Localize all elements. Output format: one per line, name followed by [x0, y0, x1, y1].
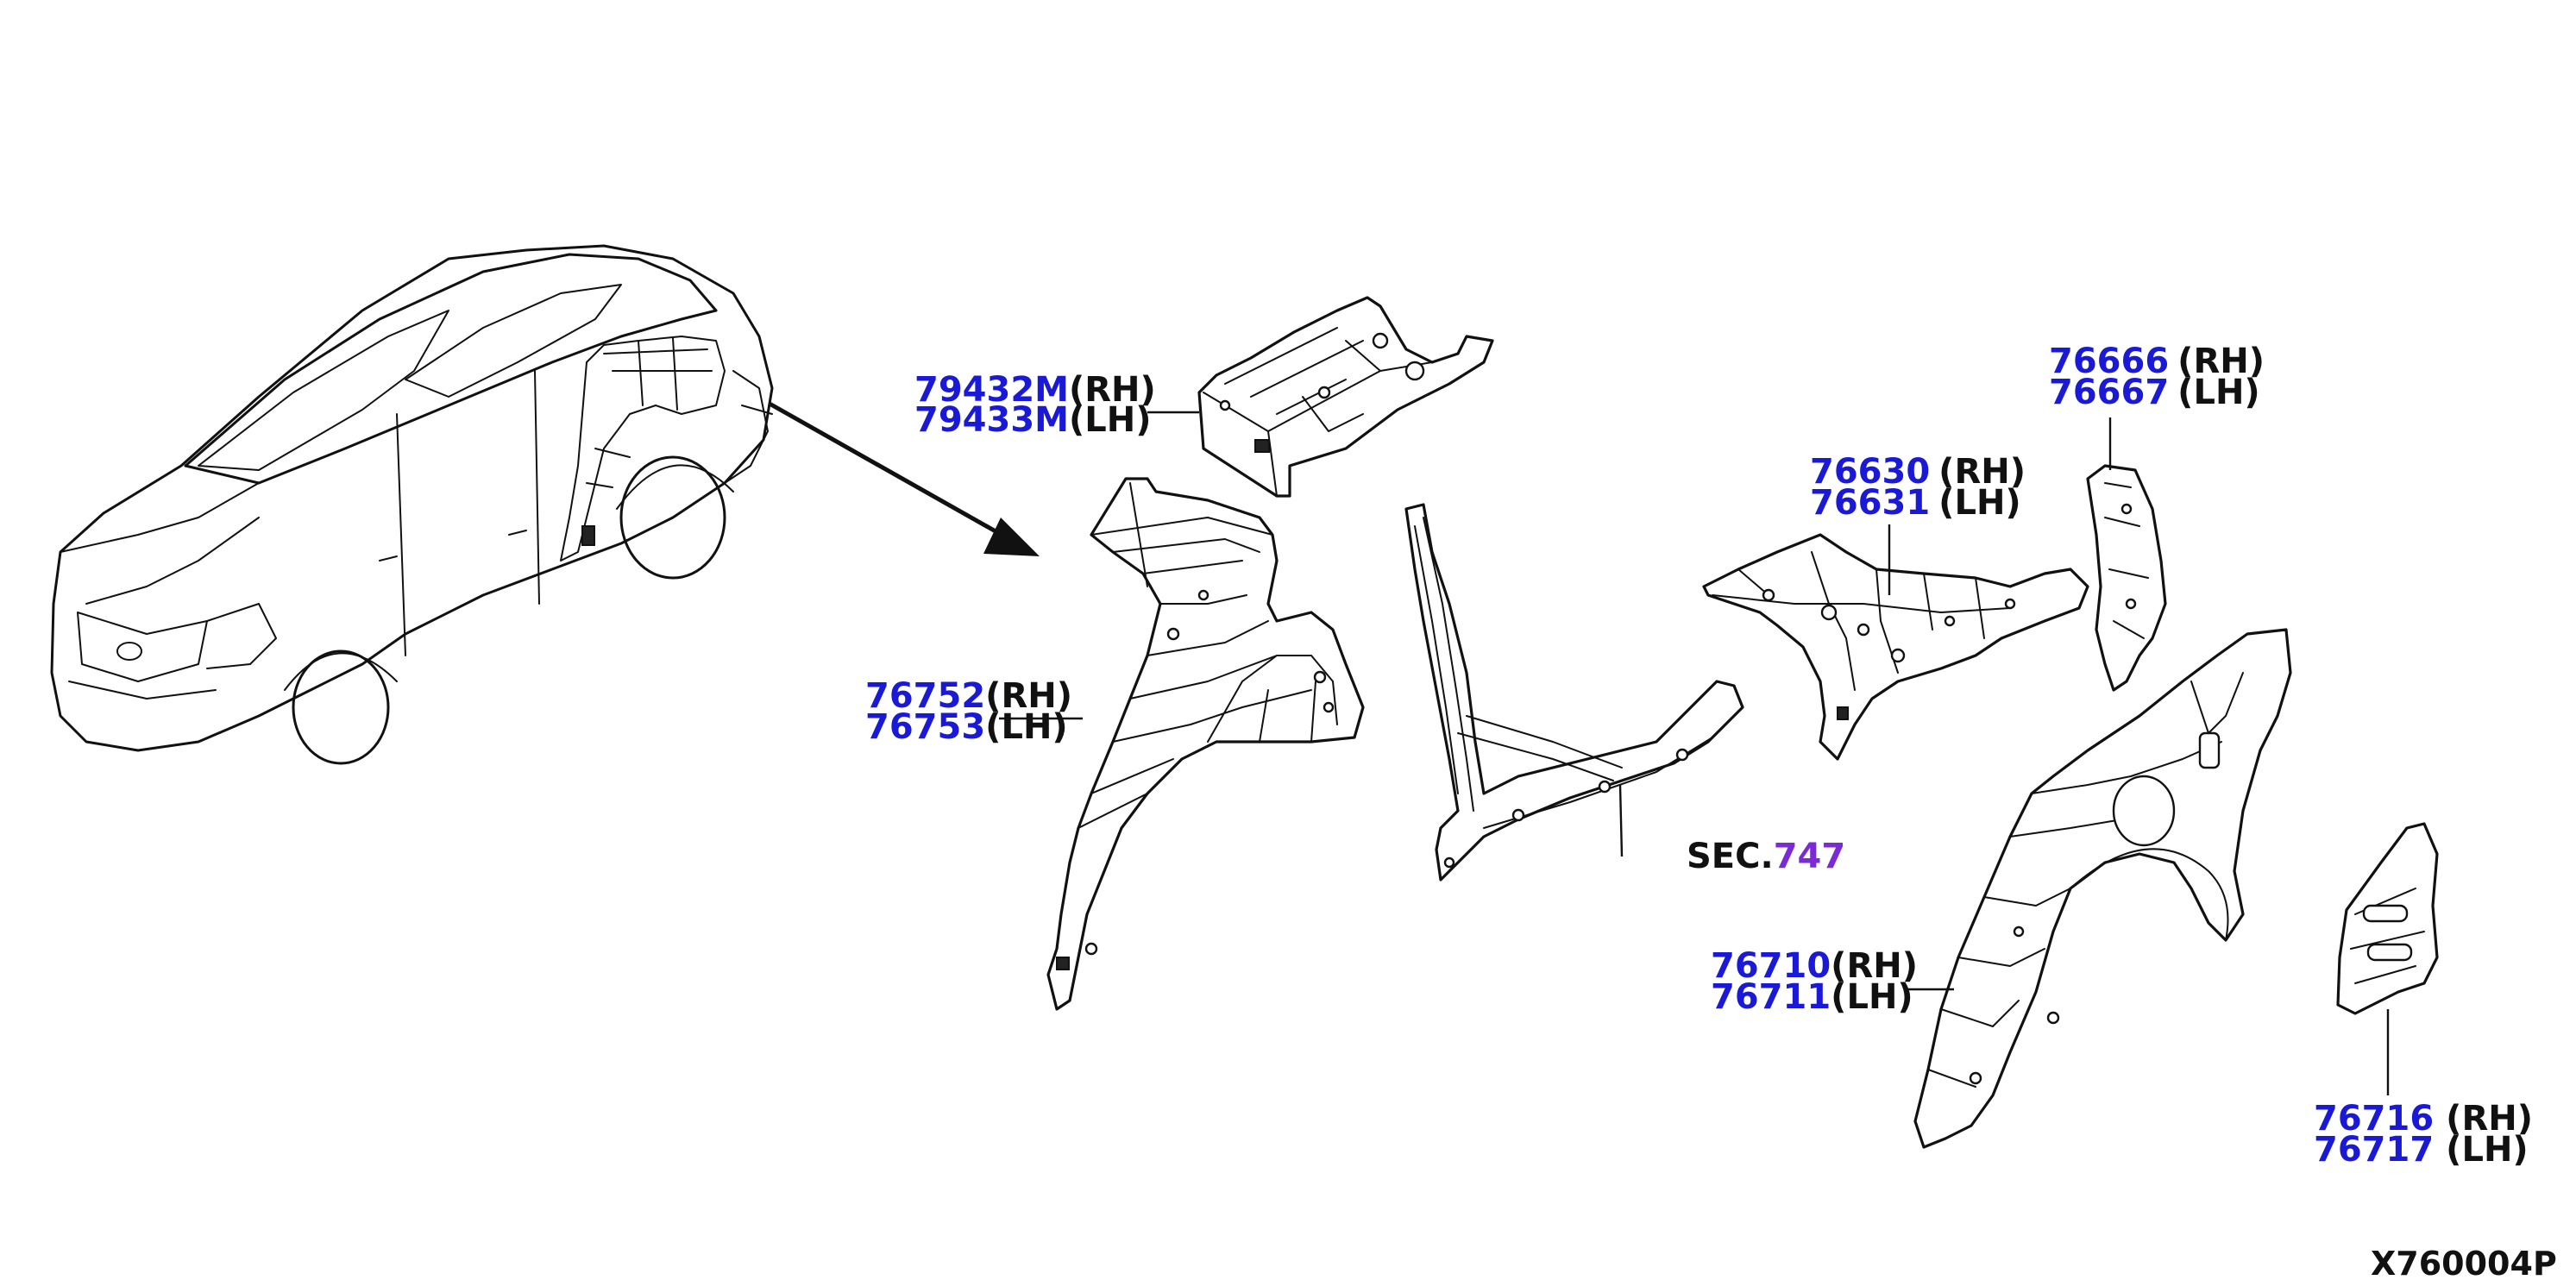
svg-text:76716(RH): 76716 (RH) [2314, 1099, 2533, 1139]
side-label: (RH) [2446, 1099, 2533, 1139]
svg-text:76667(LH): 76667(LH) [2049, 373, 2260, 412]
part-number: 76710 [1711, 946, 1831, 986]
side-label: (RH) [1069, 370, 1156, 410]
section-prefix: SEC. [1687, 837, 1774, 876]
part-number: 76667 [2049, 373, 2169, 412]
side-label: (LH) [1938, 483, 2021, 523]
part-number: 76753 [865, 707, 985, 747]
part-76716 [2336, 822, 2439, 1015]
callout-76630: 76630(RH) 76631(LH) [1810, 452, 2026, 523]
svg-text:76710(RH): 76710(RH) [1711, 946, 1918, 986]
side-label: (LH) [1831, 977, 1913, 1017]
svg-text:76717(LH): 76717 (LH) [2314, 1130, 2529, 1170]
svg-text:76711(LH): 76711(LH) [1711, 977, 1913, 1017]
part-76752 [1046, 477, 1365, 1011]
svg-text:76753(LH): 76753(LH) [865, 707, 1068, 747]
side-label: (RH) [1938, 452, 2026, 492]
callout-sec: SEC.747 [1687, 837, 1845, 876]
callout-76666: 76666(RH) 76667(LH) [2049, 342, 2265, 412]
side-label: (LH) [2177, 373, 2260, 412]
side-label: (LH) [2446, 1130, 2529, 1170]
part-number: 76711 [1711, 977, 1831, 1017]
part-center-frame [1404, 503, 1744, 882]
part-number: 76716 [2314, 1099, 2434, 1139]
part-76630 [1702, 533, 2089, 761]
section-number: 747 [1774, 837, 1846, 876]
side-label: (LH) [1069, 400, 1152, 440]
callout-76752: 76752(RH) 76753(LH) [865, 676, 1072, 747]
part-number: 76717 [2314, 1130, 2434, 1170]
part-number: 76752 [865, 676, 985, 716]
side-label: (LH) [985, 707, 1068, 747]
car-illustration [50, 244, 774, 765]
svg-text:76752(RH): 76752(RH) [865, 676, 1072, 716]
callout-79432: 79432M(RH) 79433M(LH) [914, 370, 1156, 440]
callout-76716: 76716 (RH) 76717 (LH) [2314, 1099, 2533, 1170]
pointer-arrow [768, 401, 1040, 556]
side-label: (RH) [1831, 946, 1918, 986]
svg-text:76630(RH): 76630(RH) [1810, 452, 2026, 492]
callout-76710: 76710(RH) 76711(LH) [1711, 946, 1918, 1017]
diagram-code: X760004P [2371, 1245, 2557, 1280]
svg-text:SEC.747: SEC.747 [1687, 837, 1845, 876]
svg-text:79432M(RH): 79432M(RH) [914, 370, 1156, 410]
part-number: 79432M [914, 370, 1069, 410]
side-label: (RH) [2177, 342, 2265, 381]
part-76666 [2086, 464, 2167, 692]
part-79432M [1197, 296, 1494, 498]
part-number: 76631 [1810, 483, 1930, 523]
part-number: 76666 [2049, 342, 2169, 381]
svg-text:76631(LH): 76631(LH) [1810, 483, 2021, 523]
svg-text:76666(RH): 76666(RH) [2049, 342, 2265, 381]
part-76710 [1913, 628, 2292, 1149]
leader-lines [999, 411, 2390, 1095]
side-label: (RH) [985, 676, 1072, 716]
svg-text:79433M(LH): 79433M(LH) [914, 400, 1152, 440]
part-number: 76630 [1810, 452, 1930, 492]
part-number: 79433M [914, 400, 1069, 440]
